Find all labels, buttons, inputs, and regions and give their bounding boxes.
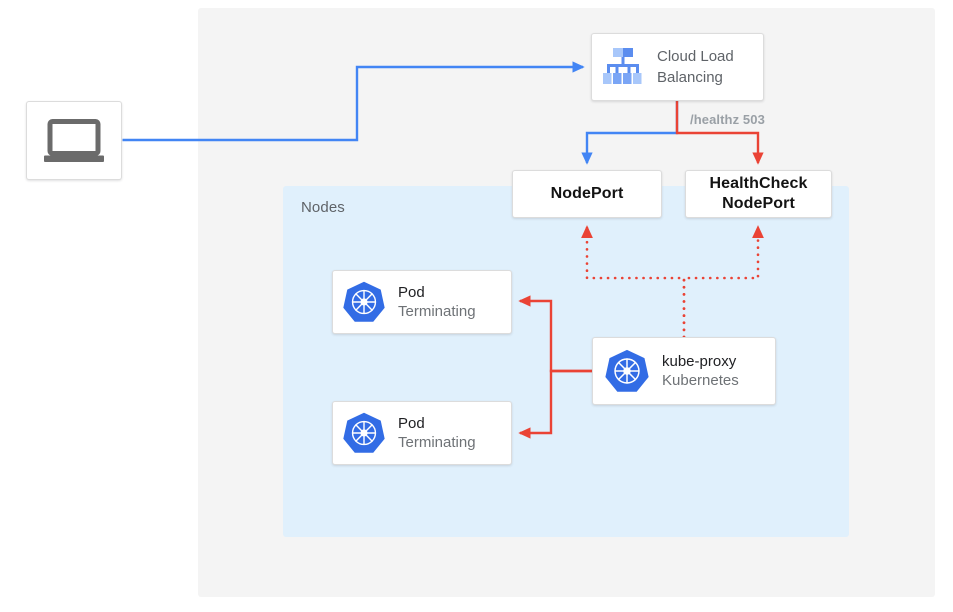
pod-node-1-status: Terminating xyxy=(398,303,476,320)
clb-line-2: Balancing xyxy=(657,69,723,86)
nodes-region-label: Nodes xyxy=(301,199,345,216)
clb-line-1: Cloud Load xyxy=(657,48,734,65)
hcnp-line-1: HealthCheck xyxy=(709,175,808,192)
kubernetes-icon xyxy=(604,348,662,394)
pod-node-2-title: Pod xyxy=(398,415,425,432)
pod-node-2-text: Pod Terminating xyxy=(398,414,476,452)
pod-node-2[interactable]: Pod Terminating xyxy=(332,401,512,465)
healthcheck-nodeport-label: HealthCheck NodePort xyxy=(709,174,807,214)
client-node[interactable] xyxy=(26,101,122,180)
nodeport-node[interactable]: NodePort xyxy=(512,170,662,218)
kube-proxy-title: kube-proxy xyxy=(662,353,737,370)
kube-proxy-node[interactable]: kube-proxy Kubernetes xyxy=(592,337,776,405)
kubernetes-icon xyxy=(342,411,398,455)
kubernetes-icon xyxy=(342,280,398,324)
cloud-load-balancing-label: Cloud Load Balancing xyxy=(657,46,734,88)
pod-node-2-status: Terminating xyxy=(398,434,476,451)
pod-node-1[interactable]: Pod Terminating xyxy=(332,270,512,334)
pod-node-1-title: Pod xyxy=(398,284,425,301)
cloud-load-balancing-node[interactable]: Cloud Load Balancing xyxy=(591,33,764,101)
laptop-icon xyxy=(43,118,105,163)
nodeport-label: NodePort xyxy=(550,185,624,202)
kube-proxy-subtitle: Kubernetes xyxy=(662,372,739,389)
healthcheck-nodeport-node[interactable]: HealthCheck NodePort xyxy=(685,170,832,218)
kube-proxy-text: kube-proxy Kubernetes xyxy=(662,352,739,390)
hcnp-line-2: NodePort xyxy=(722,195,795,212)
cloud-load-balancing-icon xyxy=(601,47,657,87)
pod-node-1-text: Pod Terminating xyxy=(398,283,476,321)
healthz-edge-label: /healthz 503 xyxy=(690,112,765,127)
